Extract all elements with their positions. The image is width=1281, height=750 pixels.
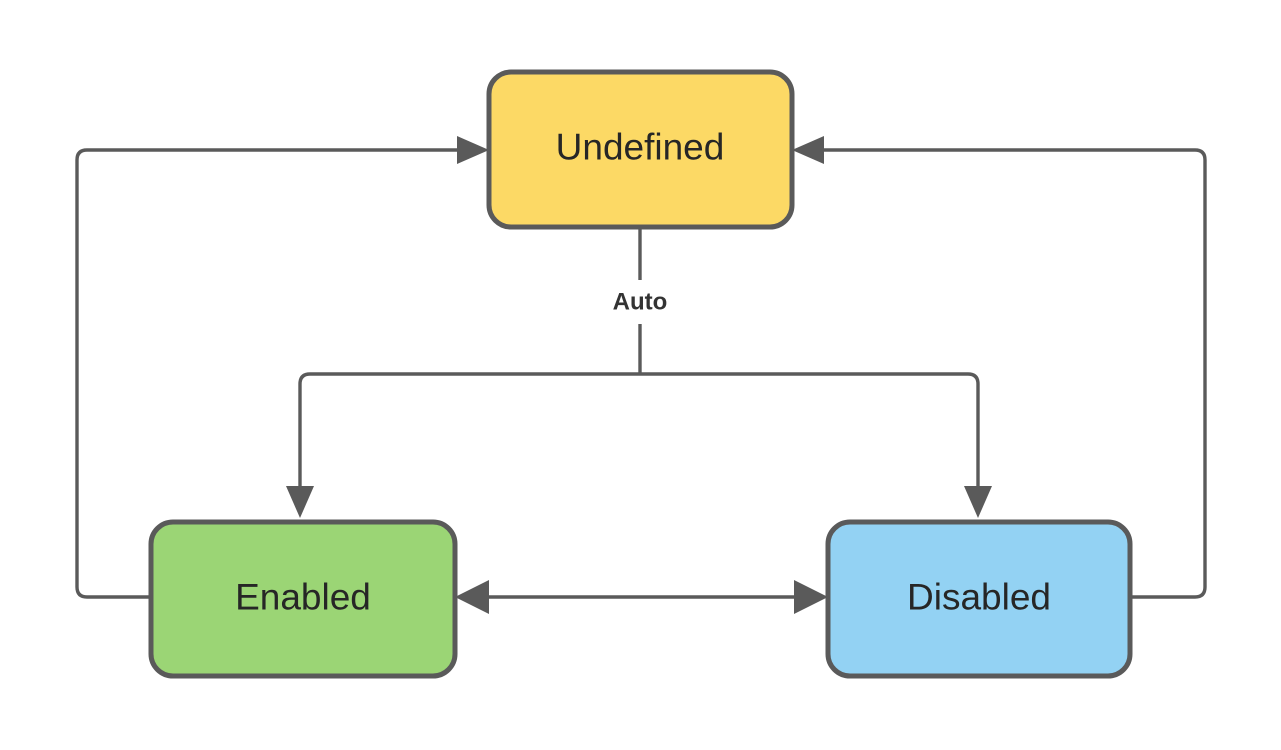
node-disabled-shape <box>825 519 1133 679</box>
node-enabled-shape <box>148 519 458 679</box>
arrowhead-to-enabled <box>455 580 489 614</box>
edge-label-auto-backdrop <box>596 280 684 324</box>
edge-enabled-to-undefined[interactable] <box>75 136 489 599</box>
arrowhead-disabled-to-undefined <box>792 136 824 164</box>
arrowhead-enabled-to-undefined <box>457 136 489 164</box>
arrowhead-auto-to-disabled <box>964 486 992 518</box>
arrowhead-auto-to-enabled <box>286 486 314 518</box>
node-undefined-shape <box>486 69 795 230</box>
node-enabled[interactable]: Enabled <box>148 519 458 679</box>
edge-disabled-to-undefined[interactable] <box>792 136 1207 599</box>
node-disabled[interactable]: Disabled <box>825 519 1133 679</box>
edge-auto-right-branch <box>640 372 980 488</box>
edge-enabled-to-undefined-path <box>75 148 460 599</box>
edge-auto-left-branch <box>298 372 640 488</box>
arrowhead-to-disabled <box>794 580 828 614</box>
node-undefined[interactable]: Undefined <box>486 69 795 230</box>
edge-auto-split[interactable] <box>286 227 992 518</box>
edge-label-auto-group: Auto <box>596 280 684 324</box>
edge-enabled-disabled[interactable] <box>455 580 828 614</box>
edge-disabled-to-undefined-path <box>822 148 1207 599</box>
edge-group <box>75 136 1207 614</box>
